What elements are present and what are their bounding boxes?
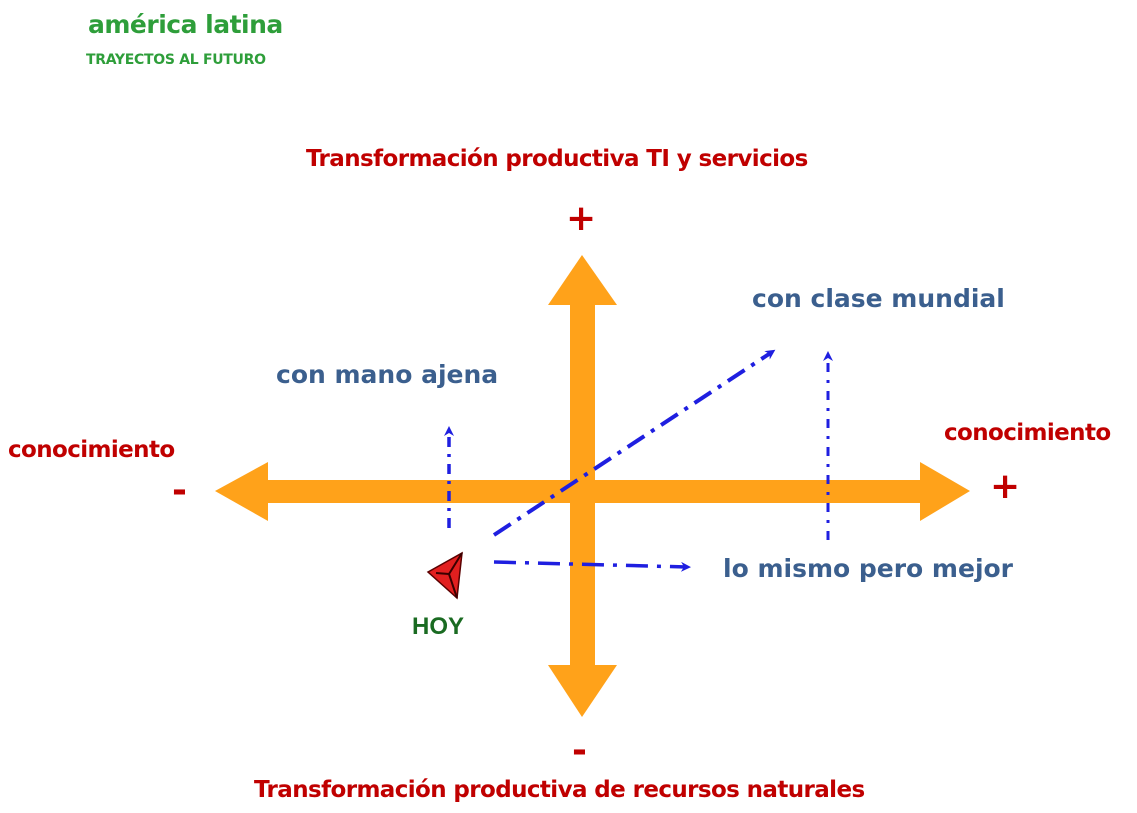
plus-sign-top: + (566, 198, 597, 239)
axis-title-bottom: Transformación productiva de recursos na… (254, 777, 865, 803)
quadrant-label-same-but-better: lo mismo pero mejor (723, 554, 1014, 583)
brand-title: américa latina (88, 10, 283, 39)
plus-sign-right: + (990, 466, 1021, 507)
quadrant-label-world-class: con clase mundial (752, 284, 1005, 313)
axis-label-right: conocimiento (944, 420, 1111, 446)
quadrant-label-foreign-hand: con mano ajena (276, 360, 499, 389)
path-arrow-to-world-class (492, 349, 776, 537)
brand-subtitle: TRAYECTOS AL FUTURO (86, 52, 266, 68)
minus-sign-bottom: - (572, 730, 587, 771)
minus-sign-left: - (172, 470, 187, 511)
today-label: HOY (412, 613, 465, 640)
today-marker-icon (426, 551, 463, 600)
path-arrow-to-same-but-better (493, 560, 691, 572)
axis-title-top: Transformación productiva TI y servicios (306, 146, 808, 172)
axis-label-left: conocimiento (8, 437, 175, 463)
horizontal-axis-arrow (215, 462, 970, 521)
